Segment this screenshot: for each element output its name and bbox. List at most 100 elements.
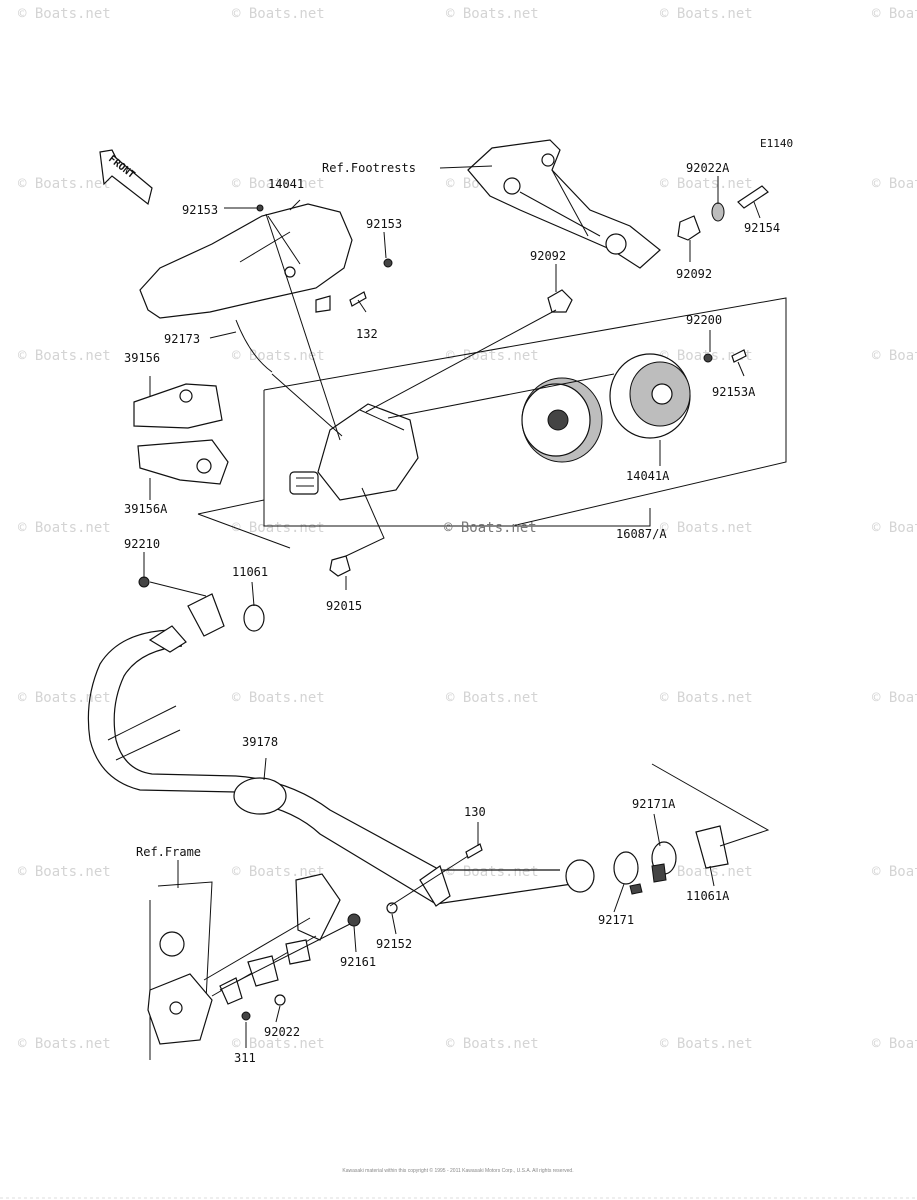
part-label: 92173 <box>164 332 200 346</box>
muffler-end-cover <box>609 353 691 439</box>
leader-lines <box>143 165 770 1048</box>
frame-section <box>147 873 341 1060</box>
clamp-band <box>235 319 273 373</box>
nut-part <box>138 576 150 588</box>
gasket-ring <box>243 604 265 632</box>
part-label: 16087/A <box>616 527 667 541</box>
clamp-bolt <box>629 883 643 895</box>
watermark: © Boats.net <box>660 864 753 880</box>
part-label: 39156A <box>124 502 168 516</box>
part-label: 92092 <box>530 249 566 263</box>
exhaust-pipe <box>87 593 595 907</box>
part-label: 11061 <box>232 565 268 579</box>
watermark: © Boats.net <box>232 6 325 22</box>
washer-part <box>274 994 286 1006</box>
part-label: 132 <box>356 327 378 341</box>
center-watermark: © Boats.net <box>444 520 537 536</box>
part-label: 92092 <box>676 267 712 281</box>
part-label: 92153A <box>712 385 756 399</box>
nut-part <box>383 258 393 268</box>
part-label: 92200 <box>686 313 722 327</box>
bolt-part <box>465 843 483 859</box>
mount-hole <box>179 389 193 403</box>
part-label: 92153 <box>366 217 402 231</box>
part-label: 92161 <box>340 955 376 969</box>
connector-pipe <box>695 825 729 869</box>
watermark: © Boats.net <box>446 6 539 22</box>
watermark: © Boats.net <box>872 690 917 706</box>
part-label: 92022A <box>686 161 730 175</box>
part-label: 92022 <box>264 1025 300 1039</box>
mount-hole <box>196 458 212 474</box>
copyright-note: Kawasaki material within this copyright … <box>342 1167 573 1174</box>
watermark: © Boats.net <box>446 1036 539 1052</box>
diagram-code: E1140 <box>760 137 793 150</box>
watermark: © Boats.net <box>660 1036 753 1052</box>
front-arrow-icon: FRONT <box>99 149 153 206</box>
part-label: 92171 <box>598 913 634 927</box>
bolt-part <box>349 291 367 307</box>
watermark: © Boats.net <box>446 864 539 880</box>
muffler-end-cap <box>521 377 603 463</box>
watermark: © Boats.net <box>232 348 325 364</box>
watermark: © Boats.net <box>18 1036 111 1052</box>
heat-guard <box>137 439 229 485</box>
washer-part <box>711 202 725 222</box>
part-label: 14041 <box>268 177 304 191</box>
watermark: © Boats.net <box>18 176 111 192</box>
watermark: © Boats.net <box>18 348 111 364</box>
watermark: © Boats.net <box>232 864 325 880</box>
watermark: © Boats.net <box>18 864 111 880</box>
watermark: © Boats.net <box>660 6 753 22</box>
watermark: © Boats.net <box>872 1036 917 1052</box>
clamp-part <box>613 851 639 885</box>
watermark: © Boats.net <box>660 520 753 536</box>
part-label: 14041A <box>626 469 670 483</box>
watermark: © Boats.net <box>232 520 325 536</box>
footrest-bracket <box>467 139 661 269</box>
bolt-part <box>737 185 769 209</box>
part-label: 92152 <box>376 937 412 951</box>
watermark: © Boats.net <box>18 690 111 706</box>
part-label: 92015 <box>326 599 362 613</box>
heat-guard <box>133 383 223 429</box>
watermark: © Boats.net <box>872 348 917 364</box>
bolt-part <box>731 349 747 363</box>
watermark: © Boats.net <box>18 520 111 536</box>
nut-part <box>241 1011 251 1021</box>
part-label: 311 <box>234 1051 256 1065</box>
part-label: 11061A <box>686 889 730 903</box>
part-label: 92153 <box>182 203 218 217</box>
part-label: 92210 <box>124 537 160 551</box>
watermark: © Boats.net <box>18 6 111 22</box>
nut-part <box>329 555 351 577</box>
part-label: 92154 <box>744 221 780 235</box>
collar-part <box>386 902 398 914</box>
watermark: © Boats.net <box>660 176 753 192</box>
watermark: © Boats.net <box>446 690 539 706</box>
damper-part <box>677 215 701 241</box>
damper-part <box>547 289 573 313</box>
muffler-assembly-box <box>263 297 787 527</box>
washer-part <box>703 353 713 363</box>
watermark: © Boats.net <box>232 1036 325 1052</box>
part-label: 39156 <box>124 351 160 365</box>
watermark: © Boats.net <box>872 864 917 880</box>
muffler-body <box>289 403 419 501</box>
part-label: 92171A <box>632 797 676 811</box>
ref-frame-label: Ref.Frame <box>136 845 201 859</box>
watermark: © Boats.net <box>872 6 917 22</box>
watermark: © Boats.net <box>872 176 917 192</box>
clamp-bolt <box>651 863 667 883</box>
part-label: 130 <box>464 805 486 819</box>
ref-footrests-label: Ref.Footrests <box>322 161 416 175</box>
watermark: © Boats.net <box>446 348 539 364</box>
watermark: © Boats.net <box>660 690 753 706</box>
muffler-cover <box>139 203 353 319</box>
watermark: © Boats.net <box>872 520 917 536</box>
watermark: © Boats.net <box>232 176 325 192</box>
clamp-bracket <box>315 295 331 313</box>
watermark: © Boats.net <box>232 690 325 706</box>
part-label: 39178 <box>242 735 278 749</box>
